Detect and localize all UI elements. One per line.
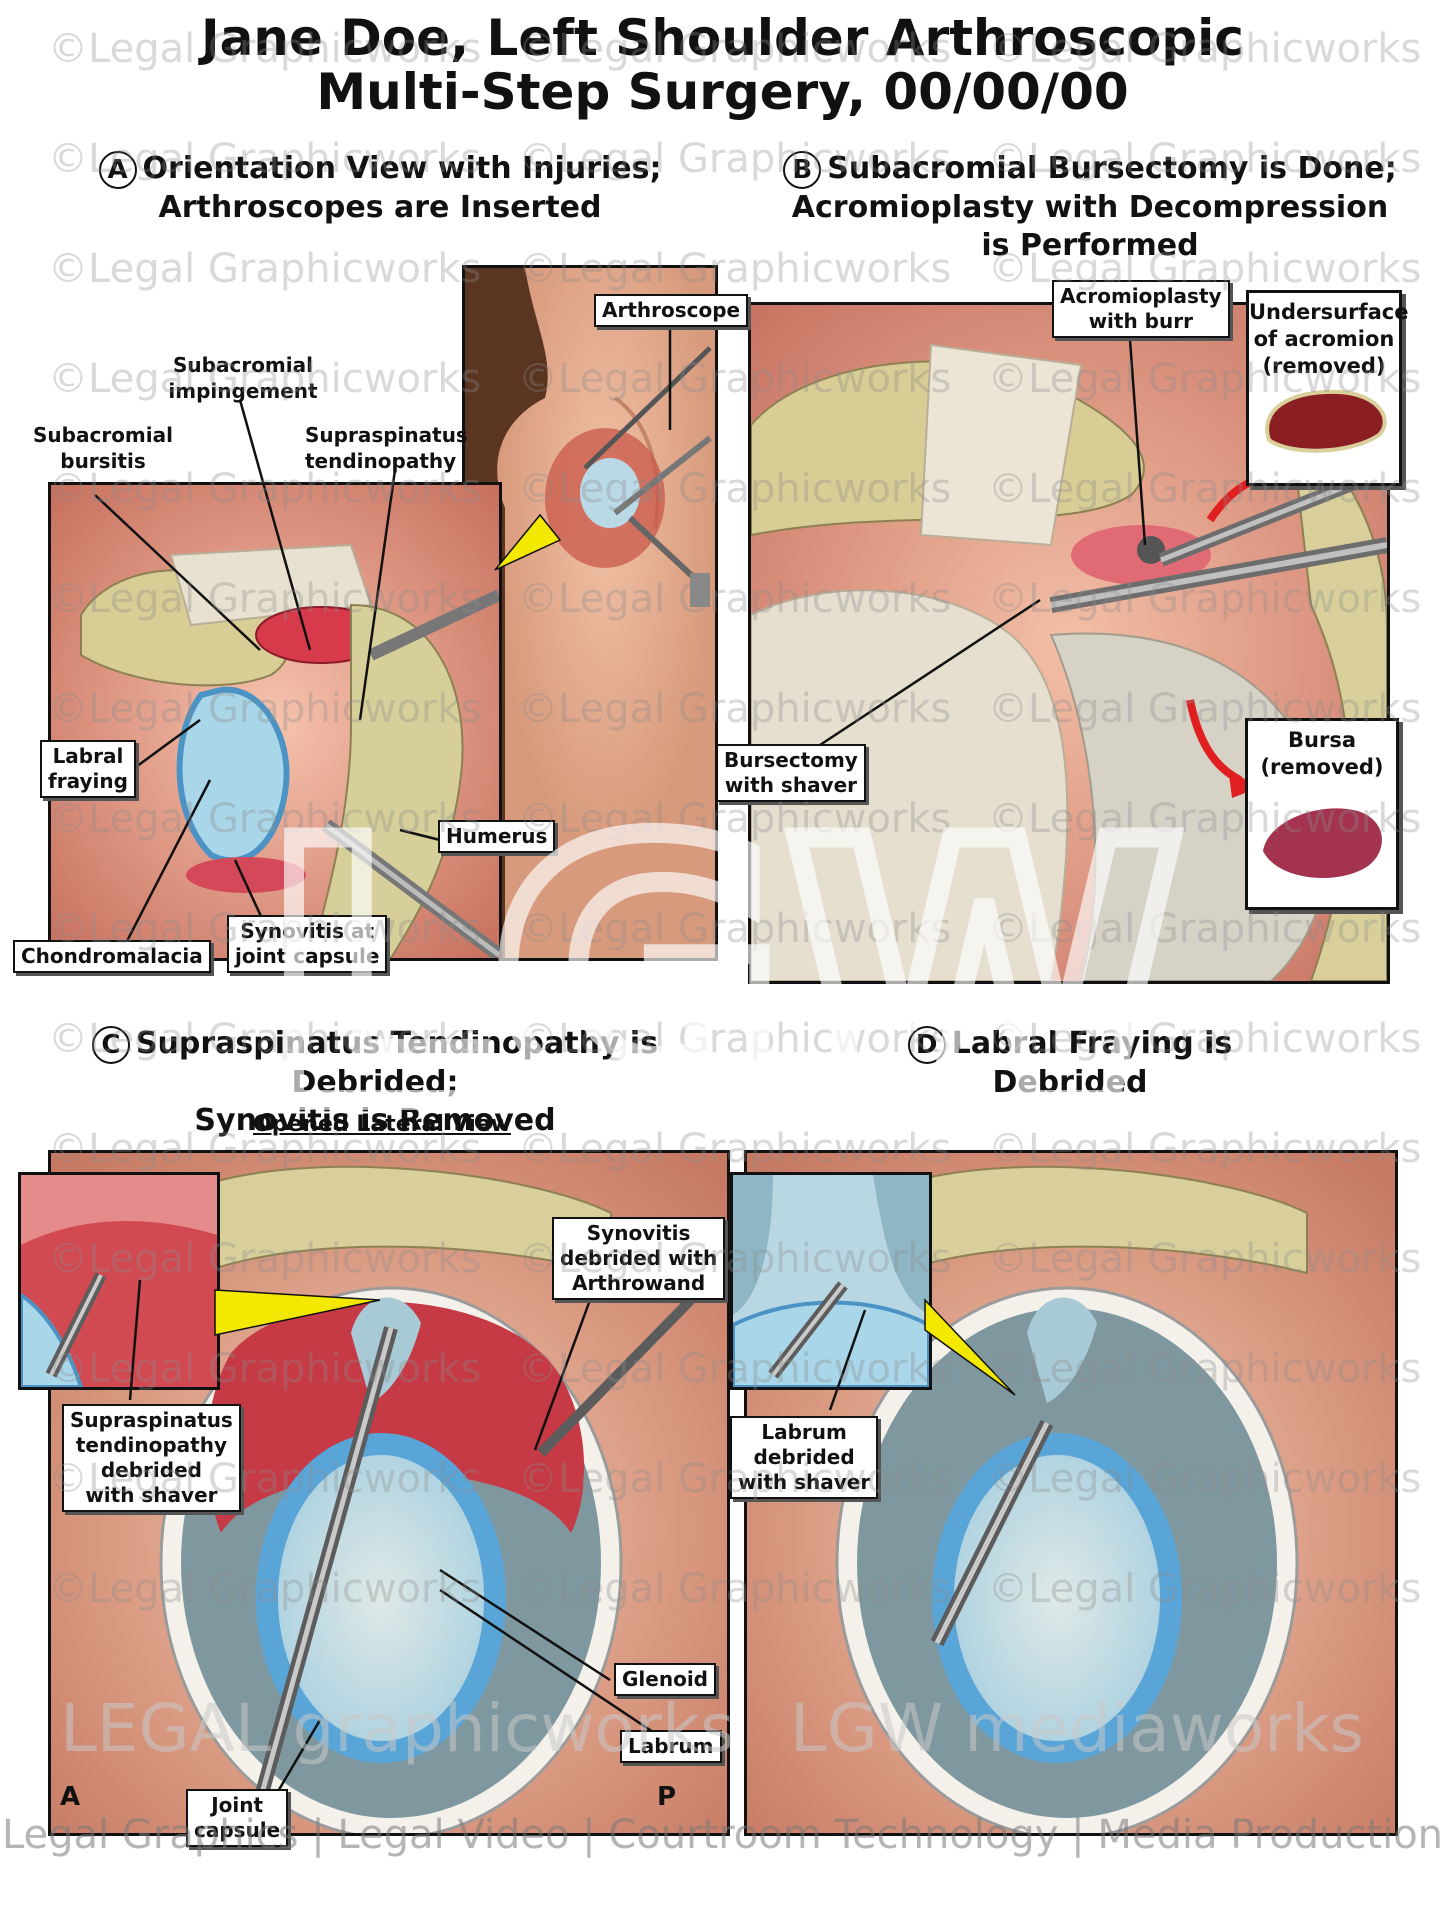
brand-legal-graphicworks: LEGAL graphicworks bbox=[60, 1690, 735, 1767]
section-d-badge: D bbox=[907, 1025, 946, 1064]
section-d-heading-text: Labral Fraying is Debrided bbox=[951, 1026, 1233, 1100]
section-c-subheading: Opened Lateral View bbox=[253, 1112, 511, 1137]
section-a-heading-text: Orientation View with Injuries; Arthrosc… bbox=[142, 151, 662, 225]
label-synovitis-joint-capsule: Synovitis at joint capsule bbox=[227, 915, 388, 973]
page-title-line-2: Multi-Step Surgery, 00/00/00 bbox=[316, 63, 1129, 121]
label-labrum-debrided-with-shaver: Labrum debrided with shaver bbox=[730, 1416, 879, 1499]
watermark-text: ©Legal Graphicworks bbox=[48, 246, 481, 292]
panel-a-orientation-inset bbox=[462, 265, 718, 961]
removed-bursa-label: Bursa (removed) bbox=[1260, 728, 1384, 779]
section-b-heading-text: Subacromial Bursectomy is Done; Acromiop… bbox=[791, 151, 1397, 263]
label-supraspinatus-tendinopathy-debrided: Supraspinatus tendinopathy debrided with… bbox=[62, 1404, 241, 1512]
brand-lgw-mediaworks: LGW mediaworks bbox=[790, 1690, 1364, 1767]
removed-acromion-box: Undersurface of acromion (removed) bbox=[1246, 290, 1409, 486]
section-b-badge: B bbox=[783, 150, 822, 189]
label-humerus: Humerus bbox=[438, 820, 556, 853]
section-c-heading-text: Supraspinatus Tendinopathy is Debrided; … bbox=[135, 1026, 659, 1138]
label-subacromial-impingement: Subacromial impingement bbox=[168, 353, 318, 403]
panel-d-labrum-inset bbox=[730, 1172, 932, 1390]
label-subacromial-bursitis: Subacromial bursitis bbox=[33, 423, 173, 473]
label-acromioplasty-with-burr: Acromioplasty with burr bbox=[1052, 280, 1230, 338]
label-synovitis-debrided-arthrowand: Synovitis debrided with Arthrowand bbox=[552, 1217, 726, 1300]
shoulder-anatomy-illustration bbox=[51, 485, 499, 958]
label-labral-fraying: Labral fraying bbox=[40, 740, 136, 798]
label-joint-capsule: Joint capsule bbox=[186, 1789, 289, 1847]
panel-c-tendon-inset bbox=[18, 1172, 220, 1390]
section-a-badge: A bbox=[98, 150, 137, 189]
orientation-anterior: A bbox=[60, 1782, 81, 1812]
tendon-inset-illustration bbox=[21, 1175, 217, 1387]
removed-acromion-label: Undersurface of acromion (removed) bbox=[1249, 300, 1409, 378]
labrum-inset-illustration bbox=[733, 1175, 929, 1387]
orientation-posterior: P bbox=[657, 1782, 677, 1812]
label-supraspinatus-tendinopathy: Supraspinatus tendinopathy bbox=[305, 423, 468, 473]
label-bursectomy-with-shaver: Bursectomy with shaver bbox=[716, 744, 866, 802]
page-title-line-1: Jane Doe, Left Shoulder Arthroscopic bbox=[201, 9, 1244, 67]
removed-bursa-piece bbox=[1263, 808, 1382, 878]
footer-services-line: Legal Graphics | Legal Video | Courtroom… bbox=[1, 1812, 1444, 1858]
label-arthroscope: Arthroscope bbox=[594, 294, 749, 327]
panel-a-shoulder-anatomy bbox=[48, 482, 502, 961]
removed-acromion-piece bbox=[1265, 389, 1387, 453]
torso-illustration bbox=[465, 268, 715, 958]
label-chondromalacia: Chondromalacia bbox=[13, 940, 211, 973]
removed-bursa-box: Bursa (removed) bbox=[1245, 718, 1399, 910]
section-c-badge: C bbox=[91, 1025, 130, 1064]
